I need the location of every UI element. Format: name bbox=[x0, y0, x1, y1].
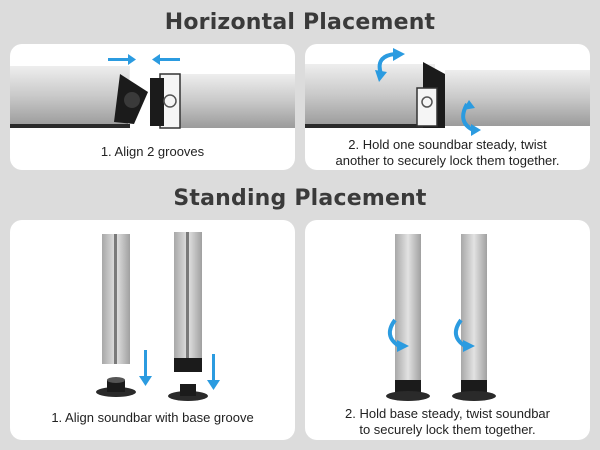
control-icon bbox=[163, 94, 177, 108]
vertical-soundbar bbox=[395, 234, 421, 392]
panel-horizontal-align: 1. Align 2 grooves bbox=[10, 44, 295, 170]
groove-icon bbox=[124, 92, 140, 108]
right-soundbar bbox=[445, 70, 590, 126]
caption-line-2: another to securely lock them together. bbox=[335, 153, 560, 168]
caption-twist-standing: 2. Hold base steady, twist soundbar to s… bbox=[305, 406, 590, 438]
arrow-right-icon bbox=[108, 54, 136, 65]
standing-align-illustration bbox=[96, 232, 220, 401]
rotate-arrow-icon bbox=[387, 318, 409, 352]
caption-line-2: to securely lock them together. bbox=[359, 422, 536, 437]
rotate-arrow-icon bbox=[375, 48, 405, 82]
rotate-arrow-icon bbox=[461, 100, 481, 136]
base-plate bbox=[386, 391, 430, 401]
caption-line-1: 2. Hold base steady, twist soundbar bbox=[345, 406, 550, 421]
horizontal-placement-title: Horizontal Placement bbox=[164, 10, 436, 35]
right-soundbar bbox=[160, 74, 295, 128]
base-plate bbox=[452, 391, 496, 401]
standing-twist-illustration bbox=[386, 234, 496, 401]
standing-placement-title: Standing Placement bbox=[173, 186, 427, 211]
horizontal-twist-illustration bbox=[305, 48, 590, 136]
left-soundbar bbox=[10, 66, 130, 126]
rotate-arrow-icon bbox=[453, 318, 475, 352]
caption-twist-horizontal: 2. Hold one soundbar steady, twist anoth… bbox=[305, 137, 590, 169]
horizontal-align-illustration bbox=[10, 54, 295, 129]
control-icon bbox=[421, 96, 433, 108]
arrow-down-icon bbox=[139, 350, 152, 386]
panel-horizontal-twist: 2. Hold one soundbar steady, twist anoth… bbox=[305, 44, 590, 170]
arrow-down-icon bbox=[207, 354, 220, 390]
panel-standing-twist: 2. Hold base steady, twist soundbar to s… bbox=[305, 220, 590, 440]
left-soundbar bbox=[305, 64, 435, 126]
caption-line-1: 2. Hold one soundbar steady, twist bbox=[348, 137, 547, 152]
arrow-left-icon bbox=[152, 54, 180, 65]
vertical-soundbar bbox=[461, 234, 487, 392]
panel-standing-align: 1. Align soundbar with base groove bbox=[10, 220, 295, 440]
caption-align-base: 1. Align soundbar with base groove bbox=[51, 410, 254, 425]
caption-align-grooves: 1. Align 2 grooves bbox=[100, 144, 205, 159]
